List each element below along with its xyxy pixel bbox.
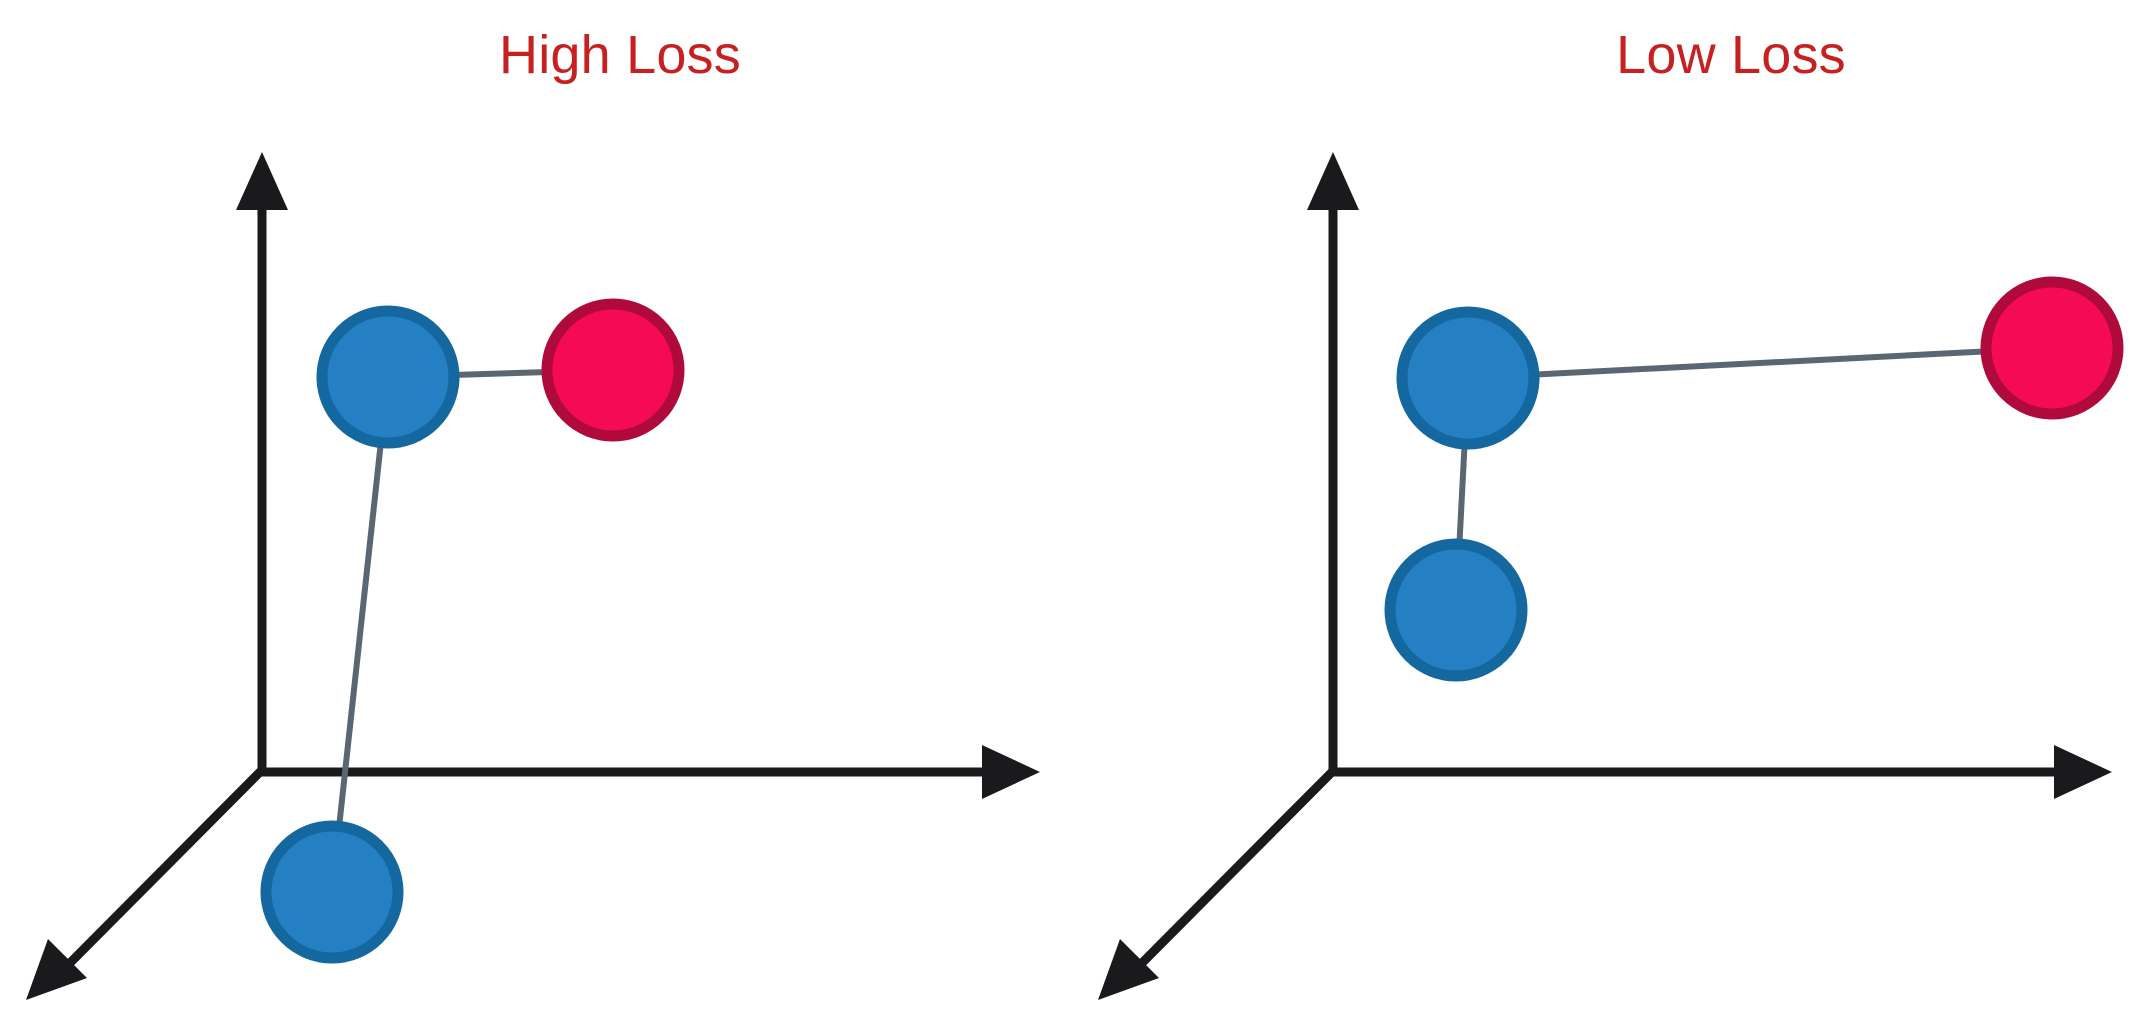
axes-high-loss (26, 152, 1040, 1000)
nodes-low-loss (1384, 276, 2124, 682)
panel-high-loss (26, 152, 1040, 1000)
node-red-anchor[interactable] (1980, 276, 2124, 420)
z-axis-line (58, 766, 266, 975)
axes-low-loss (1098, 152, 2112, 1000)
x-axis-arrowhead-icon (2054, 745, 2112, 799)
edge-blue-upper-to-red (1465, 345, 2055, 381)
z-axis-arrowhead-icon (1098, 939, 1159, 1000)
edge-blue-upper-to-blue-lower (329, 374, 391, 895)
node-blue-upper[interactable] (316, 305, 460, 449)
node-red-anchor[interactable] (541, 298, 685, 442)
x-axis-arrowhead-icon (982, 745, 1040, 799)
node-blue-lower[interactable] (1384, 538, 1528, 682)
node-blue-upper[interactable] (1396, 306, 1540, 450)
z-axis-line (1130, 767, 1337, 975)
z-axis-arrowhead-icon (26, 939, 87, 1000)
node-blue-lower[interactable] (260, 820, 404, 964)
panel-title-low-loss: Low Loss (1616, 25, 1846, 85)
y-axis-arrowhead-icon (1307, 152, 1359, 210)
panel-low-loss (1098, 152, 2124, 1000)
edges-low-loss (1453, 345, 2055, 613)
edges-high-loss (329, 367, 616, 895)
panel-title-high-loss: High Loss (499, 25, 741, 85)
nodes-high-loss (260, 298, 685, 964)
y-axis-arrowhead-icon (236, 152, 288, 210)
